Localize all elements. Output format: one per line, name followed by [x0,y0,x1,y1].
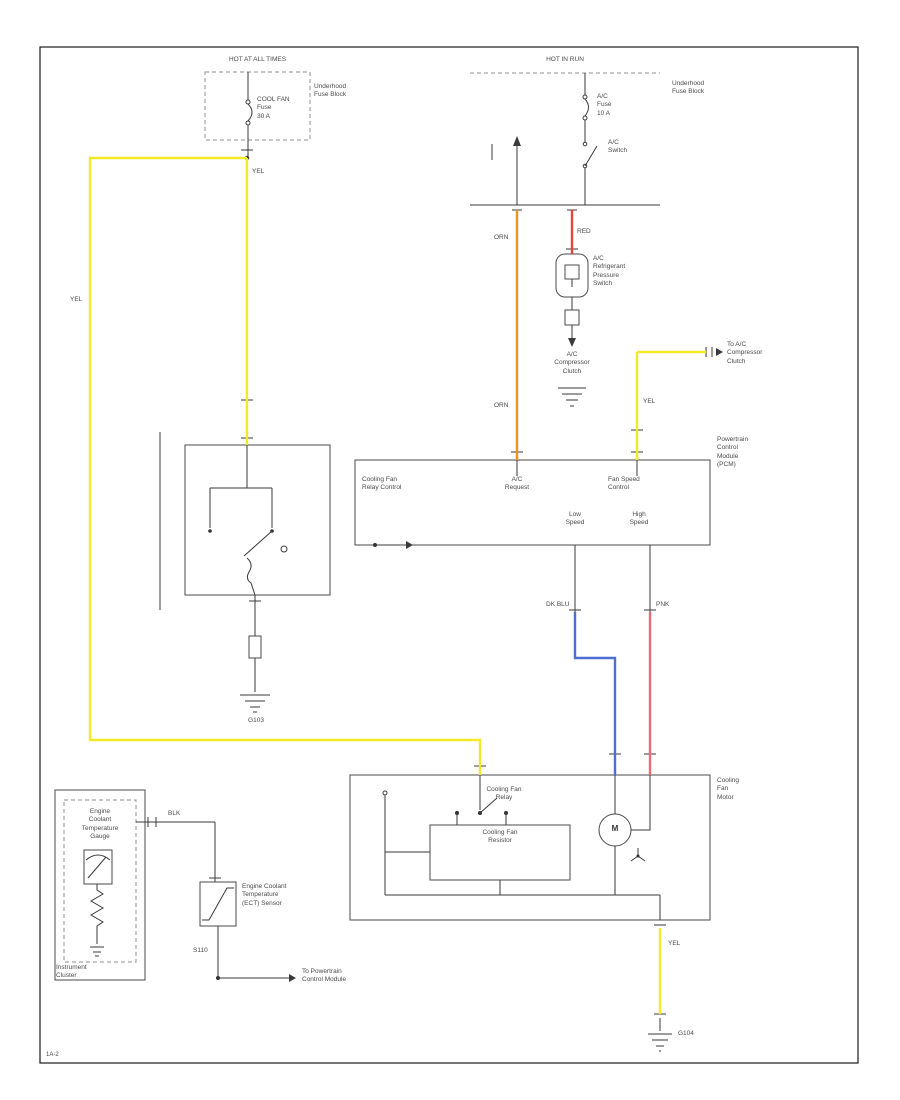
pcm-label: Powertrain Control Module (PCM) [717,436,749,469]
wire-color-label-yel-right: YEL [643,398,656,405]
ground-symbol-g103 [240,694,270,713]
splice-s110-label: S110 [193,947,208,954]
fan-blade-icon [630,848,646,862]
figure-code: 1A-2 [46,1052,59,1058]
fan-relay-label: Cooling Fan Relay [486,786,522,802]
wire-blue [573,612,617,775]
ect-sensor-symbol [199,881,296,982]
to-pcm-label: To Powertrain Control Module [302,968,347,984]
cooling-fan-relay-box-symbol [159,432,331,610]
wire-color-label-red: RED [577,228,591,235]
fuse-block-left-label: Underhood Fuse Block [314,83,347,99]
fuse-right-label: A/C Fuse 10 A [597,93,612,117]
ground-symbol-ac-clutch [558,387,586,407]
instrument-cluster-label: Instrument Cluster [56,964,87,980]
wire-color-label-orn-upper: ORN [494,234,509,241]
ground-g103-label: G103 [248,717,264,724]
pcm-pin-label-low: Low Speed [565,511,585,527]
wire-color-label-blk: BLK [168,810,181,817]
pcm-pin-label-tl: Cooling Fan Relay Control [362,476,402,492]
fuse-block-right-label: Underhood Fuse Block [672,80,705,96]
pcm-pin-label-tr: Fan Speed Control [608,476,640,492]
wire-color-label-pnk: PNK [656,601,670,608]
to-ac-clutch-label: To A/C Compressor Clutch [727,341,763,365]
jumper-connector-symbol [705,347,723,357]
wire-color-label-dkblu: DK BLU [546,601,570,608]
fuse-left-label: COOL FAN Fuse 30 A [257,96,290,120]
instrument-cluster-box-symbol [54,789,216,981]
wire-color-label-yel-center: YEL [252,168,265,175]
pcm-pin-label-center: A/C Request [504,476,530,492]
page-frame [39,46,859,1064]
hot-in-run-fuse-area-symbol [470,72,660,206]
ac-pressure-switch-symbol [555,253,589,347]
wire-color-label-orn-lower: ORN [494,402,509,409]
ac-switch-label: A/C Switch [608,139,628,155]
hot-in-run-label: HOT IN RUN [546,56,584,63]
temp-gauge-label: Engine Coolant Temperature Gauge [81,808,119,841]
hot-at-all-times-label: HOT AT ALL TIMES [228,56,287,63]
ac-compressor-clutch-label: A/C Compressor Clutch [554,351,590,375]
cooling-fan-motor-label: Cooling Fan Motor [717,777,740,801]
wire-color-label-yel-left: YEL [70,296,83,303]
ground-g104-label: G104 [678,1030,694,1037]
pcm-pin-label-high: High Speed [629,511,649,527]
pressure-switch-label: A/C Refrigerant Pressure Switch [593,255,626,288]
fan-assembly-box-symbol [349,774,711,921]
pcm-box-symbol [354,459,711,612]
fan-resistor-label: Cooling Fan Resistor [482,829,518,845]
wire-color-label-yel-bottom: YEL [668,940,681,947]
resistor-symbol-left [248,595,262,692]
motor-m-label: M [611,824,619,833]
wire-yellow [88,156,706,1014]
ect-sensor-label: Engine Coolant Temperature (ECT) Sensor [242,883,287,907]
ground-symbol-g104 [648,1018,672,1052]
